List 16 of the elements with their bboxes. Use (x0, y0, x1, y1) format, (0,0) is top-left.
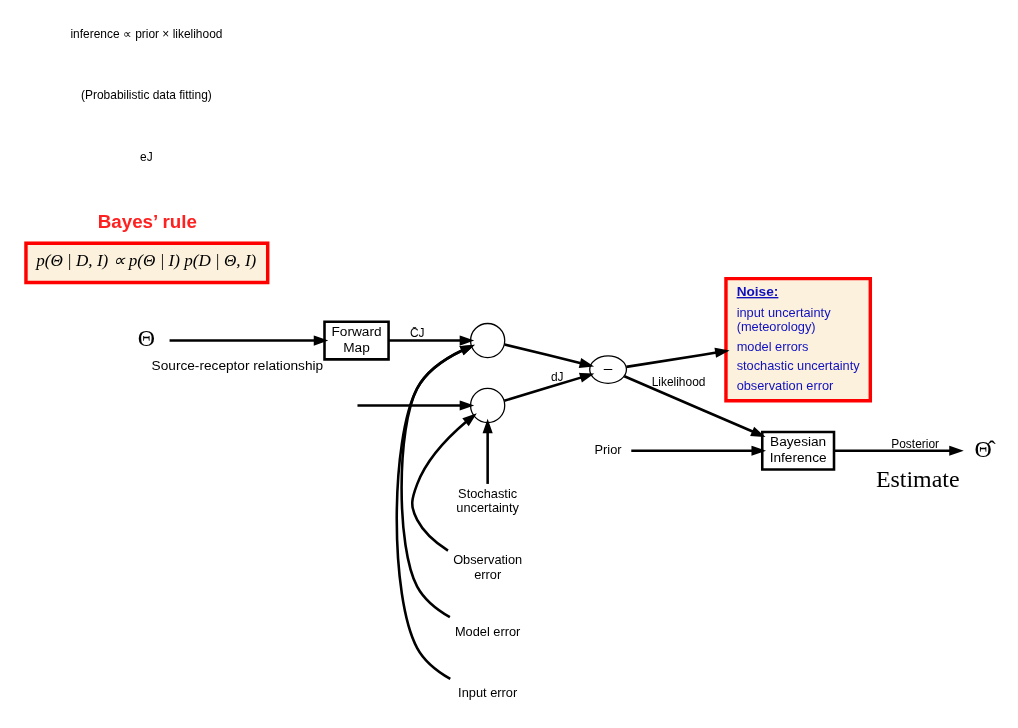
label: eJ (140, 149, 153, 164)
node-text: Model error (454, 623, 521, 639)
label: inference ∝ prior × likelihood (70, 26, 223, 41)
edge-label: Likelihood (651, 374, 706, 389)
node-label: Estimate (875, 465, 960, 492)
edge-label: dJ (550, 369, 564, 384)
node-label: Bayes’ rule (97, 210, 197, 232)
edge-label: C̄J (409, 325, 425, 340)
label: (Probabilistic data fitting) (81, 87, 212, 102)
node-text: Input error (458, 684, 518, 700)
edge-label: Posterior (891, 436, 940, 451)
node-text: Prior (594, 441, 622, 457)
node-text: Θ (137, 324, 156, 351)
node-text: Stochastic uncertainty (456, 485, 519, 515)
node-text: Observation error (453, 551, 523, 582)
node-label: Source-receptor relationship (151, 357, 324, 373)
